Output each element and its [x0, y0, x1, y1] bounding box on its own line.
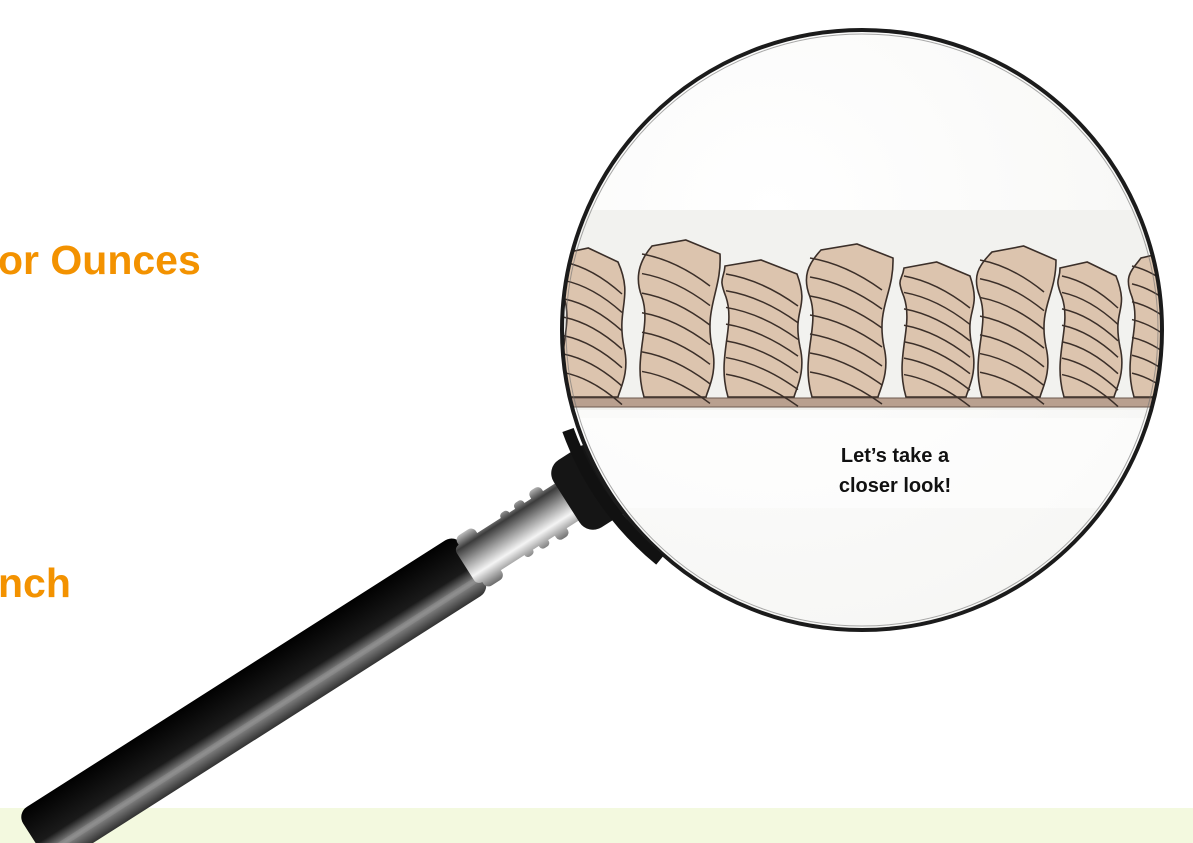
fiber-tuft: [1058, 262, 1122, 407]
callout-line-1: Let’s take a: [780, 441, 1010, 471]
fiber-tuft: [638, 240, 720, 403]
fiber-tuft: [900, 262, 974, 407]
fiber-tuft: [806, 244, 893, 404]
fiber-tuft: [722, 260, 802, 406]
fiber-tuft: [976, 246, 1056, 404]
magnifier-handle: [13, 438, 635, 843]
callout-text: Let’s take a closer look!: [780, 441, 1010, 501]
callout-line-2: closer look!: [780, 471, 1010, 501]
